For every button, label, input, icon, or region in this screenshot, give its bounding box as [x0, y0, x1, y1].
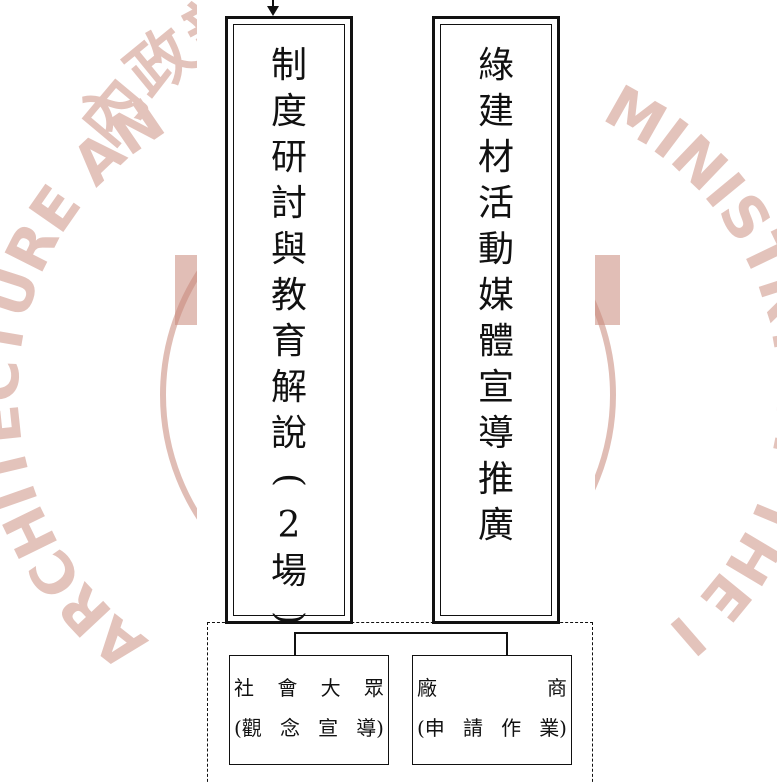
box-policy-education-char: 解 — [270, 367, 307, 408]
vendors-label-char: 商 — [547, 676, 567, 700]
box-green-materials-promotion-char: 建 — [477, 91, 514, 132]
general-public-label-char: 會 — [277, 676, 298, 700]
mask-left — [197, 0, 595, 783]
box-vendors-line2: (申請作業) — [417, 712, 567, 741]
vendors-note-char: 業) — [539, 716, 567, 740]
box-policy-education-char: 討 — [270, 183, 307, 224]
box-green-materials-promotion-char: 體 — [477, 321, 514, 362]
vendors-label-char: 廠 — [417, 676, 437, 700]
general-public-label-char: 社 — [234, 676, 254, 700]
box-green-materials-promotion-char: 宣 — [477, 367, 514, 408]
box-vendors: 廠商 (申請作業) — [412, 655, 572, 765]
box-policy-education-char: 度 — [270, 91, 307, 132]
box-green-materials-promotion-char: 導 — [477, 413, 514, 454]
box-green-materials-promotion-char: 動 — [477, 229, 514, 270]
box-policy-education-char: 研 — [270, 137, 307, 178]
box-green-materials-promotion-char: 推 — [477, 459, 514, 500]
tick-mark — [350, 140, 352, 158]
box-green-materials-promotion-char: 活 — [477, 183, 514, 224]
box-green-materials-promotion-char: 媒 — [477, 275, 514, 316]
general-public-note-char: 導) — [356, 716, 384, 740]
box-policy-education-char: 育 — [270, 321, 307, 362]
box-policy-education-char: 場 — [270, 551, 307, 592]
box-green-materials-promotion-text: 綠建材活動媒體宣導推廣 — [435, 43, 557, 549]
box-green-materials-promotion: 綠建材活動媒體宣導推廣 — [432, 16, 560, 624]
box-policy-education-char: 制 — [270, 45, 307, 86]
box-general-public: 社會大眾 (觀念宣導) — [229, 655, 389, 765]
vendors-note-char: (申 — [417, 716, 445, 740]
box-general-public-line1: 社會大眾 — [234, 672, 384, 701]
top-arrow — [267, 0, 279, 16]
connector-right-drop — [506, 632, 508, 656]
general-public-note-char: 宣 — [318, 716, 339, 740]
vendors-note-char: 作 — [501, 716, 522, 740]
box-vendors-line1: 廠商 — [417, 672, 567, 701]
connector-horizontal — [294, 632, 507, 634]
box-policy-education-char: 教 — [270, 275, 307, 316]
general-public-label-char: 大 — [320, 676, 341, 700]
box-policy-education-inner-border — [233, 24, 345, 616]
box-green-materials-promotion-inner-border — [440, 24, 552, 616]
box-general-public-line2: (觀念宣導) — [234, 712, 384, 741]
general-public-note-char: 念 — [279, 716, 300, 740]
box-policy-education-char: ( — [269, 472, 310, 488]
box-green-materials-promotion-char: 綠 — [477, 45, 514, 86]
general-public-note-char: (觀 — [234, 716, 262, 740]
vendors-note-char: 請 — [462, 716, 483, 740]
general-public-label-char: 眾 — [363, 676, 384, 700]
box-policy-education-char: 2 — [277, 505, 301, 546]
connector-left-drop — [294, 632, 296, 656]
box-green-materials-promotion-char: 材 — [477, 137, 514, 178]
box-green-materials-promotion-char: 廣 — [477, 505, 514, 546]
box-policy-education-char: 與 — [270, 229, 307, 270]
target-audience-dashed-frame — [207, 622, 593, 783]
box-policy-education-char: 說 — [270, 413, 307, 454]
